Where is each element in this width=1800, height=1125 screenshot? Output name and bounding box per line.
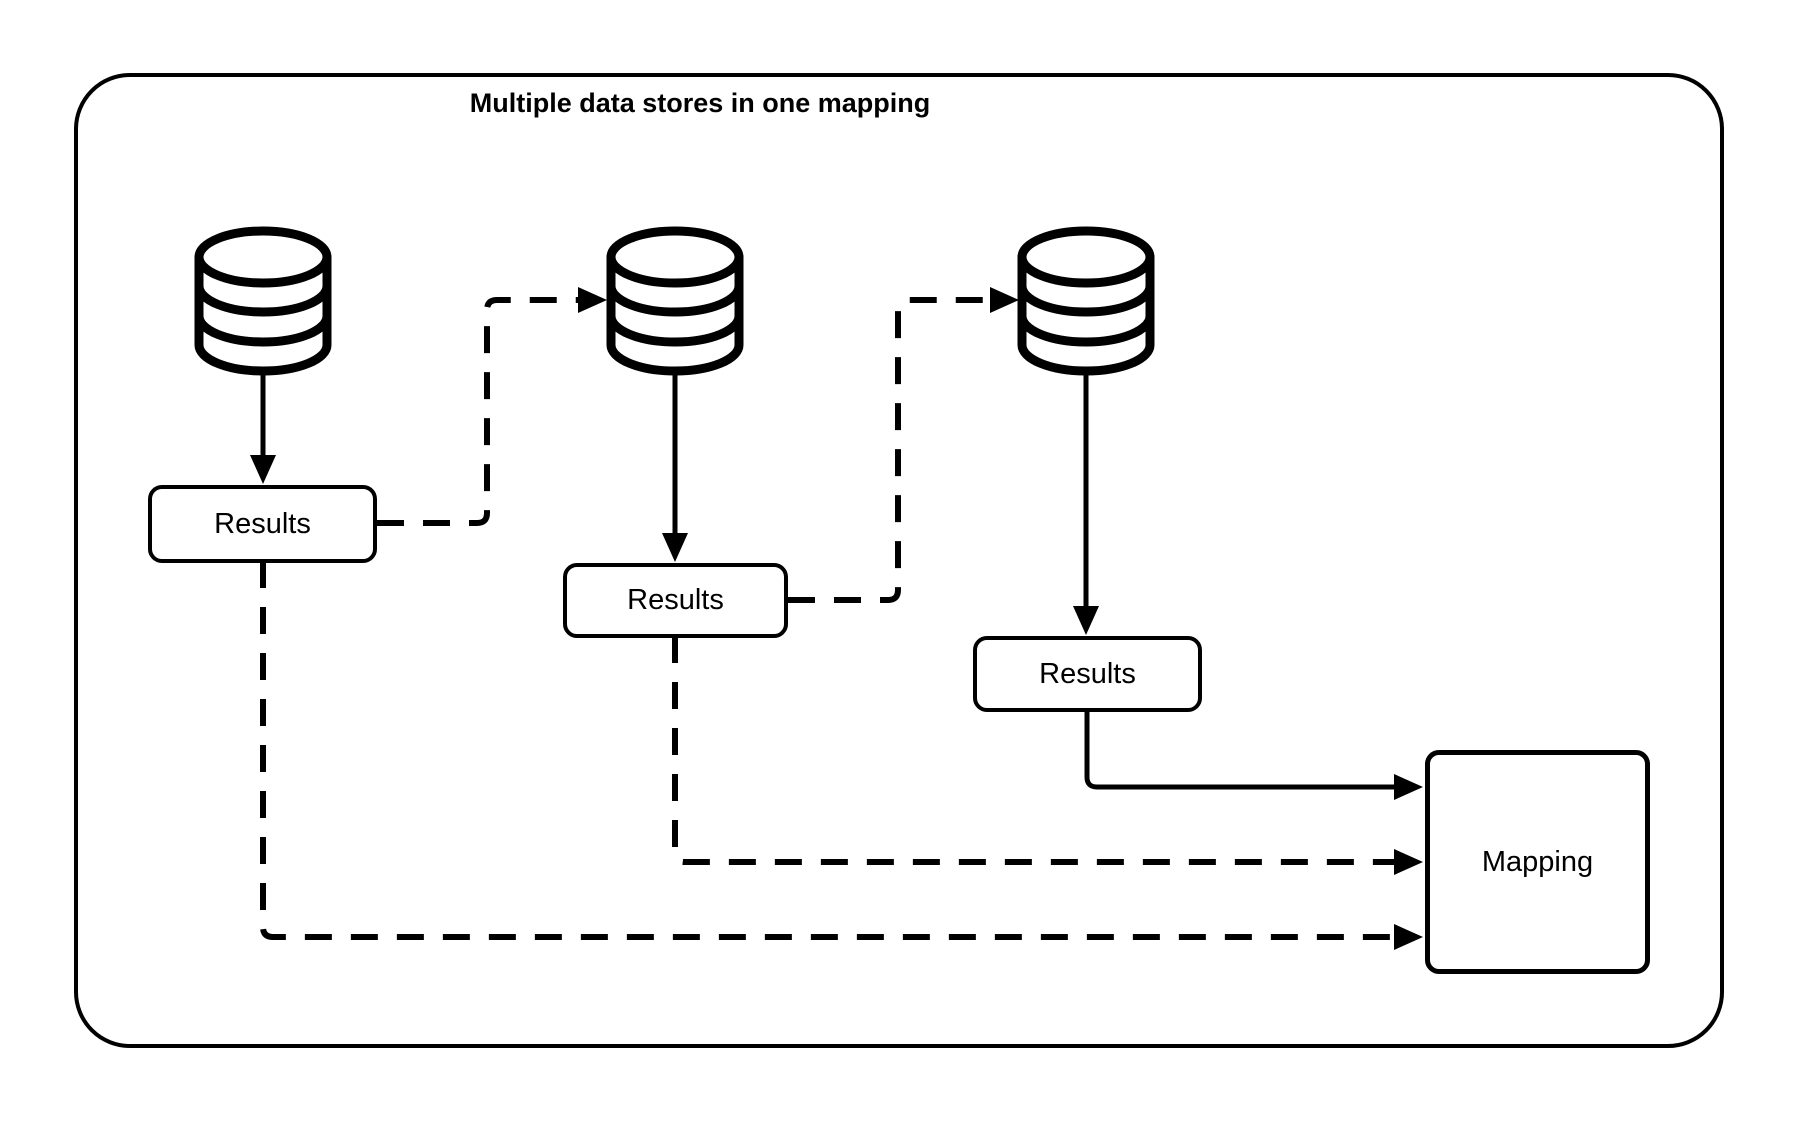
connector-results2-mapping — [672, 636, 1423, 875]
connector-results1-datastore2 — [377, 287, 607, 526]
connector-results1-mapping — [260, 561, 1423, 950]
connector-results3-mapping — [1084, 710, 1423, 800]
diagram-title: Multiple data stores in one mapping — [469, 88, 931, 118]
results-box-1-label: Results — [214, 507, 311, 540]
connector-datastore2-results2 — [662, 371, 688, 562]
results-box-3: Results — [973, 636, 1202, 712]
results-box-2: Results — [563, 563, 788, 638]
database-icon-3 — [1017, 226, 1155, 376]
database-icon-2 — [606, 226, 744, 376]
database-icon-1 — [194, 226, 332, 376]
diagram-border — [74, 73, 1724, 1048]
connector-datastore3-results3 — [1073, 371, 1099, 635]
results-box-2-label: Results — [627, 584, 724, 616]
results-box-3-label: Results — [1039, 657, 1136, 690]
connector-results2-datastore3 — [788, 287, 1019, 603]
mapping-box-label: Mapping — [1481, 845, 1594, 878]
mapping-box: Mapping — [1425, 750, 1650, 974]
connector-datastore1-results1 — [250, 371, 276, 484]
results-box-1: Results — [148, 485, 377, 563]
